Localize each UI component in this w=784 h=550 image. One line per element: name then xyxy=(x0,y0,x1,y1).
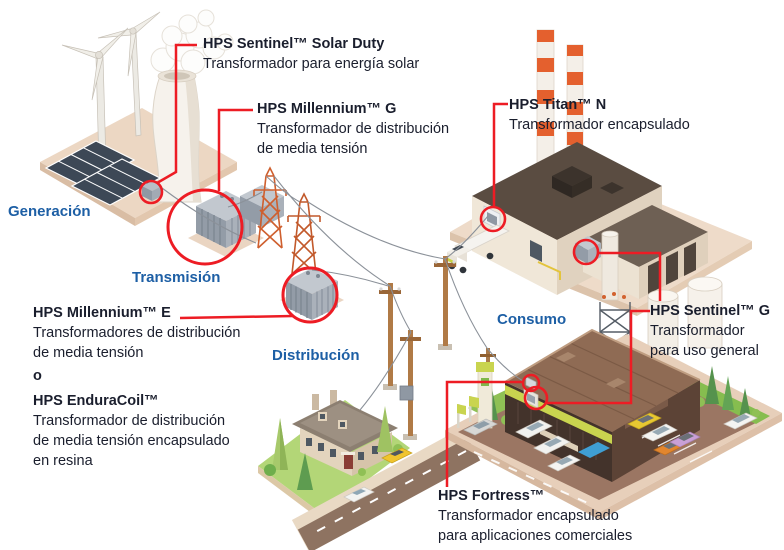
stage-label-distribution: Distribución xyxy=(272,347,360,364)
callout-line-text: de media tensión xyxy=(33,345,144,361)
callout-millennium-g: HPS Millennium™ G Transformador de distr… xyxy=(257,99,449,159)
callout-line-millennium-g xyxy=(217,108,253,191)
utility-pole xyxy=(379,283,401,390)
road xyxy=(297,437,481,550)
callout-millennium-e: HPS Millennium™ E Transformadores de dis… xyxy=(33,303,240,363)
callout-line-text: Transformador encapsulado xyxy=(509,117,690,133)
or-word: o xyxy=(33,368,42,384)
callout-line-text: en resina xyxy=(33,453,93,469)
callout-line-millennium-e xyxy=(179,314,294,320)
road-dashes xyxy=(473,451,593,506)
utility-pole xyxy=(399,330,421,440)
callout-line-text: Transformador encapsulado xyxy=(438,508,619,524)
residential-site xyxy=(258,390,481,550)
callout-line-text: Transformador xyxy=(650,323,745,339)
factory-chimney xyxy=(536,29,584,171)
callout-line-text: Transformador de distribución xyxy=(33,413,226,429)
road-dashes xyxy=(309,450,467,536)
callout-fortress: HPS Fortress™ Transformador encapsulado … xyxy=(438,486,632,546)
callout-line-text: de media tensión encapsulado xyxy=(33,433,230,449)
factory-site xyxy=(447,29,752,356)
callout-title: HPS Titan™ N xyxy=(509,97,607,113)
highlight-circle-titan-n xyxy=(479,205,507,233)
callout-line-solar-duty xyxy=(156,43,197,185)
cooling-tower xyxy=(152,69,202,203)
callout-title: HPS Sentinel™ G xyxy=(650,303,771,319)
callout-line-text: de media tensión xyxy=(257,141,368,157)
callout-overlay xyxy=(138,43,662,487)
callout-title: HPS EnduraCoil™ xyxy=(33,393,159,409)
callout-titan-n: HPS Titan™ N Transformador encapsulado xyxy=(509,95,690,135)
callout-line-text: para uso general xyxy=(650,343,759,359)
power-lines xyxy=(161,175,524,411)
highlight-circle-millennium-g xyxy=(166,188,244,266)
highlight-circle-millennium-e xyxy=(281,266,339,324)
car xyxy=(343,486,375,503)
yellow-pipe xyxy=(537,261,561,280)
callout-line-text: para aplicaciones comerciales xyxy=(438,528,633,544)
callout-line-titan-n xyxy=(492,102,508,206)
callout-line-sentinel-g-lower xyxy=(546,309,650,405)
callout-solar-duty: HPS Sentinel™ Solar Duty Transformador p… xyxy=(203,34,419,74)
callout-line-fortress xyxy=(445,380,523,487)
sign-pylon xyxy=(457,362,494,429)
wind-turbine-icon xyxy=(97,11,161,137)
titan-transformer xyxy=(483,205,501,231)
callout-title: HPS Millennium™ E xyxy=(33,305,171,321)
stage-label-generation: Generación xyxy=(8,203,91,220)
callout-line-sentinel-g-upper xyxy=(598,251,662,301)
callout-line-text: Transformador para energía solar xyxy=(203,56,420,72)
solar-panels xyxy=(44,140,162,206)
callout-title: HPS Millennium™ G xyxy=(257,101,397,117)
callout-title: HPS Sentinel™ Solar Duty xyxy=(203,36,385,52)
tree-icon xyxy=(264,406,403,490)
callout-line-text: Transformador de distribución xyxy=(257,121,450,137)
utility-pole xyxy=(434,256,456,350)
highlight-circle-general xyxy=(523,385,549,411)
pole-transformer xyxy=(399,385,414,401)
handicap-spot xyxy=(578,442,610,458)
stage-label-consumption: Consumo xyxy=(497,311,567,328)
car xyxy=(381,447,413,464)
callout-title: HPS Fortress™ xyxy=(438,488,545,504)
callout-enduracoil: HPS EnduraCoil™ Transformador de distrib… xyxy=(33,391,230,471)
car xyxy=(463,412,758,472)
storage-tanks xyxy=(601,230,723,355)
transmission-tower-icon xyxy=(287,192,321,275)
callout-sentinel-g: HPS Sentinel™ G Transformador para uso g… xyxy=(650,301,770,361)
callout-line-text: Transformadores de distribución xyxy=(33,325,241,341)
stage-label-transmission: Transmisión xyxy=(132,269,221,286)
steam-clouds xyxy=(150,9,234,75)
highlight-circle-solar-duty xyxy=(138,179,164,205)
